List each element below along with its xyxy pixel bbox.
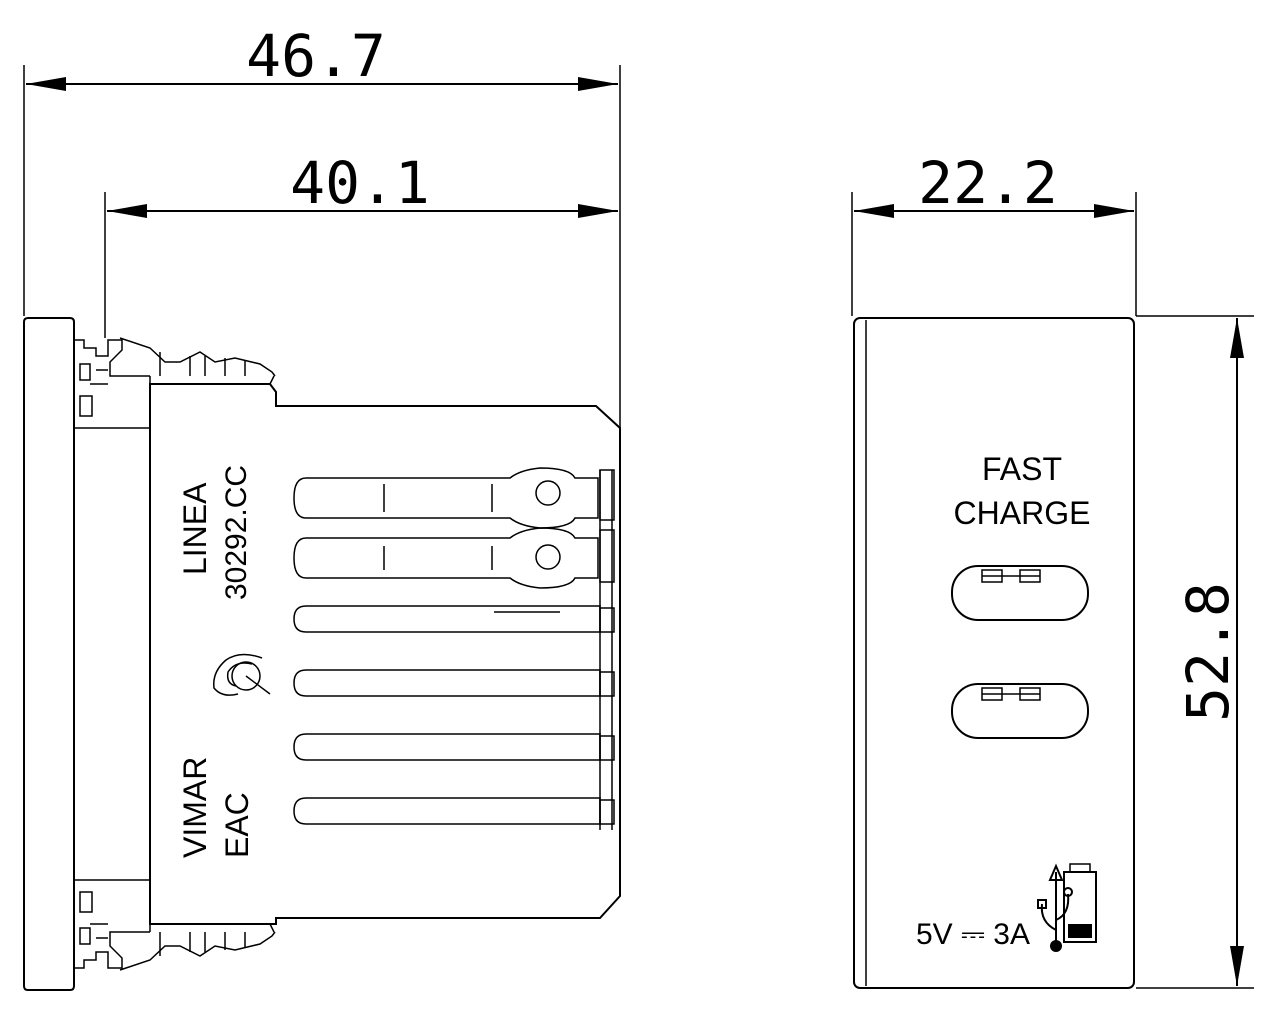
overall-width-label: 46.7	[246, 22, 386, 90]
front-width-label: 22.2	[918, 149, 1058, 217]
usb-icon	[1037, 863, 1073, 952]
slot-2	[293, 527, 615, 589]
slot-6	[293, 797, 615, 825]
body-width-label: 40.1	[290, 149, 430, 217]
label-fast: FAST	[982, 451, 1062, 487]
quality-mark-icon	[213, 653, 271, 696]
slot-5	[293, 733, 615, 761]
slot-1	[293, 467, 615, 529]
slot-4	[293, 669, 615, 697]
module-body	[149, 383, 621, 925]
height-label: 52.8	[1174, 582, 1242, 722]
dimension-front-width: 22.2	[851, 149, 1137, 316]
front-view: FAST CHARGE 5V ⎓ 3A	[853, 317, 1135, 989]
slot-3	[293, 605, 615, 633]
side-view: LINEA 30292.CC VIMAR EAC	[23, 317, 621, 991]
dimension-body-width: 40.1	[104, 149, 618, 338]
label-charge: CHARGE	[954, 495, 1091, 531]
label-rating: 5V ⎓ 3A	[916, 918, 1030, 951]
usb-port-lower	[951, 683, 1089, 739]
marking-cert: EAC	[219, 792, 255, 858]
marking-brand: VIMAR	[177, 757, 213, 858]
lower-clip	[74, 891, 276, 971]
marking-code: 30292.CC	[220, 465, 253, 600]
usb-port-upper	[951, 565, 1089, 621]
dimension-height: 52.8	[1136, 315, 1254, 989]
terminal-slots	[293, 467, 615, 825]
dimension-overall-width: 46.7	[23, 22, 621, 430]
front-plate	[853, 317, 1135, 989]
battery-icon	[1063, 863, 1097, 943]
marking-line: LINEA	[177, 482, 213, 575]
front-plate-side	[23, 317, 75, 991]
upper-clip	[74, 337, 276, 417]
